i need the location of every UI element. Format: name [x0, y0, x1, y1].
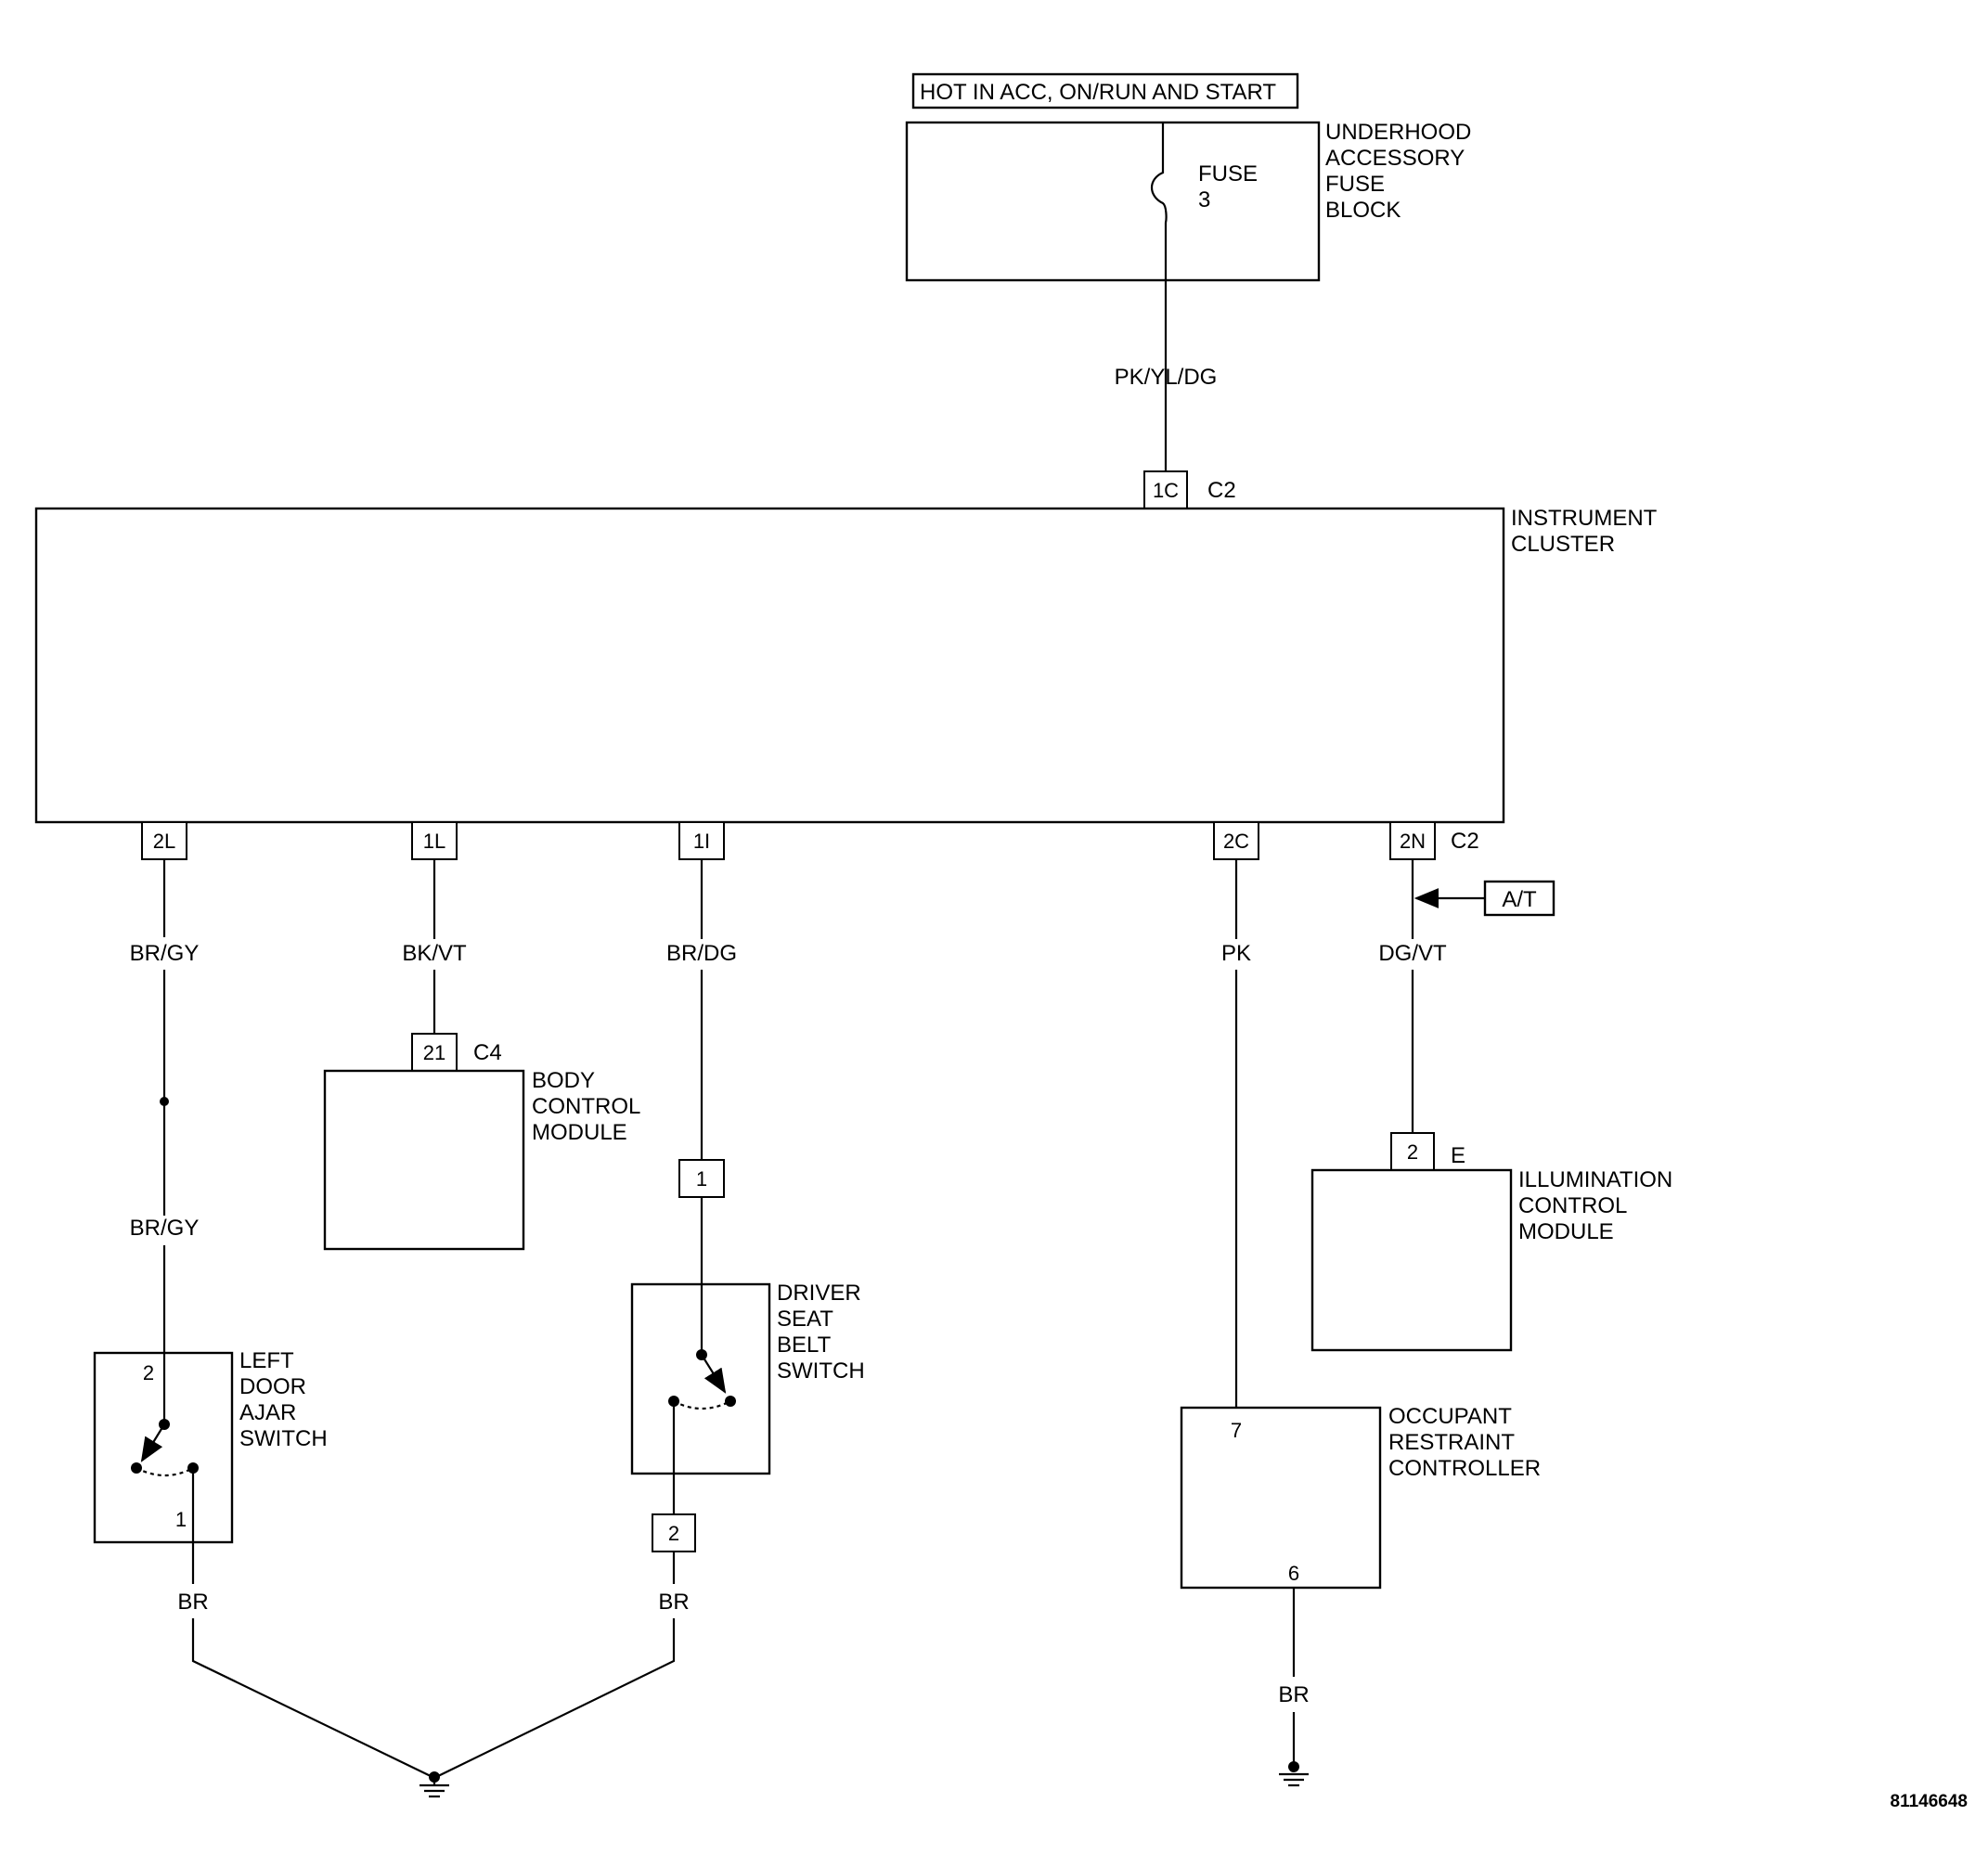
ic-pin-1c: 1C — [1153, 479, 1179, 502]
door-switch-pin-1: 1 — [175, 1508, 187, 1531]
svg-text:DOOR: DOOR — [239, 1374, 306, 1399]
body-control-module — [323, 1069, 525, 1251]
body-control-module-name: BODY CONTROL MODULE — [532, 1068, 640, 1145]
svg-text:UNDERHOOD: UNDERHOOD — [1325, 120, 1471, 145]
orc-ground-wire-color: BR — [1278, 1682, 1309, 1707]
door-wire-color-lower: BR/GY — [130, 1216, 200, 1241]
ic-pin-2n: 2N — [1400, 830, 1426, 853]
supply-label: HOT IN ACC, ON/RUN AND START — [920, 80, 1276, 105]
icm-pin-2: 2 — [1407, 1140, 1418, 1164]
driver-seat-belt-switch — [630, 1282, 771, 1475]
bcm-connector: C4 — [473, 1040, 502, 1065]
switch-arm-icon — [140, 1423, 165, 1462]
svg-text:SEAT: SEAT — [777, 1307, 833, 1332]
illumination-control-module — [1310, 1168, 1513, 1352]
icm-wire-color: DG/VT — [1378, 941, 1447, 966]
splice-dot — [160, 1097, 169, 1106]
svg-text:AJAR: AJAR — [239, 1400, 296, 1425]
svg-text:CONTROL: CONTROL — [1518, 1193, 1627, 1218]
ic-pin-2l-box — [141, 821, 187, 860]
ic-pin-2n-box — [1389, 821, 1436, 860]
switch-mechanical-link-icon — [136, 1467, 194, 1477]
switch-contact-icon — [725, 1396, 736, 1407]
svg-text:SWITCH: SWITCH — [239, 1426, 328, 1451]
seatbelt-inline-pin-1: 1 — [696, 1167, 707, 1191]
switch-arm-icon — [701, 1354, 727, 1394]
switch-mechanical-link-icon — [673, 1400, 731, 1410]
seatbelt-inline-pin-2: 2 — [668, 1522, 679, 1545]
svg-text:CONTROL: CONTROL — [532, 1094, 640, 1119]
fuse-number: 3 — [1198, 187, 1210, 212]
door-ground-wire-color: BR — [177, 1590, 208, 1615]
door-ground-wire-b — [191, 1618, 433, 1778]
svg-text:BLOCK: BLOCK — [1325, 198, 1401, 223]
instrument-cluster-name: INSTRUMENT CLUSTER — [1511, 506, 1658, 557]
seatbelt-ground-wire-color: BR — [658, 1590, 689, 1615]
fuse-block — [905, 121, 1321, 282]
svg-text:DRIVER: DRIVER — [777, 1281, 861, 1306]
svg-text:BODY: BODY — [532, 1068, 595, 1093]
door-wire-color-upper: BR/GY — [130, 941, 200, 966]
ic-pin-2l: 2L — [153, 830, 175, 853]
fuse-3-icon — [1150, 122, 1168, 280]
fuse-label: FUSE — [1198, 161, 1258, 187]
occupant-restraint-controller — [1180, 1406, 1382, 1590]
svg-text:ACCESSORY: ACCESSORY — [1325, 146, 1465, 171]
icm-pin-2-box — [1390, 1132, 1435, 1171]
svg-text:ILLUMINATION: ILLUMINATION — [1518, 1167, 1672, 1192]
ic-pin-1i: 1I — [693, 830, 710, 853]
feed-wire-color: PK/YL/DG — [1115, 365, 1218, 390]
seatbelt-inline-pin-2-box — [652, 1513, 696, 1552]
instrument-cluster — [34, 507, 1505, 824]
ic-pin-2c-box — [1213, 821, 1259, 860]
svg-text:CONTROLLER: CONTROLLER — [1388, 1456, 1541, 1481]
svg-text:RESTRAINT: RESTRAINT — [1388, 1430, 1515, 1455]
orc-pin-7: 7 — [1231, 1419, 1242, 1442]
seatbelt-ground-wire-c — [435, 1618, 676, 1778]
svg-text:LEFT: LEFT — [239, 1348, 294, 1373]
fuse-block-name: UNDERHOOD ACCESSORY FUSE BLOCK — [1325, 120, 1471, 223]
door-switch-pin-2: 2 — [143, 1361, 154, 1384]
bcm-wire-color: BK/VT — [402, 941, 467, 966]
supply-label-box — [911, 72, 1299, 109]
ic-pin-1c-box — [1143, 470, 1188, 509]
seatbelt-inline-pin-1-box — [678, 1159, 725, 1198]
ic-pin-1i-box — [678, 821, 725, 860]
ground-icon — [1279, 1761, 1309, 1787]
driver-seat-belt-switch-name: DRIVER SEAT BELT SWITCH — [777, 1281, 865, 1384]
ic-bottom-connector: C2 — [1451, 829, 1479, 854]
icm-connector: E — [1451, 1143, 1465, 1168]
orc-pin-6: 6 — [1288, 1562, 1299, 1585]
svg-text:CLUSTER: CLUSTER — [1511, 532, 1615, 557]
bcm-pin-21: 21 — [423, 1041, 445, 1064]
ic-pin-1l-box — [411, 821, 458, 860]
illumination-control-module-name: ILLUMINATION CONTROL MODULE — [1518, 1167, 1672, 1244]
svg-text:MODULE: MODULE — [532, 1120, 627, 1145]
option-tag-label: A/T — [1502, 887, 1537, 912]
ic-pin-2c: 2C — [1223, 830, 1249, 853]
svg-text:SWITCH: SWITCH — [777, 1358, 865, 1384]
ic-pin-1l: 1L — [423, 830, 445, 853]
orc-wire-color: PK — [1221, 941, 1251, 966]
svg-text:BELT: BELT — [777, 1333, 832, 1358]
left-door-ajar-switch-name: LEFT DOOR AJAR SWITCH — [239, 1348, 328, 1451]
left-door-ajar-switch — [93, 1351, 234, 1544]
svg-text:FUSE: FUSE — [1325, 172, 1385, 197]
seatbelt-wire-color: BR/DG — [666, 941, 737, 966]
svg-text:MODULE: MODULE — [1518, 1219, 1614, 1244]
svg-text:OCCUPANT: OCCUPANT — [1388, 1404, 1512, 1429]
occupant-restraint-controller-name: OCCUPANT RESTRAINT CONTROLLER — [1388, 1404, 1541, 1481]
figure-number: 81146648 — [1891, 1792, 1969, 1811]
ic-top-connector: C2 — [1207, 478, 1236, 503]
svg-text:INSTRUMENT: INSTRUMENT — [1511, 506, 1658, 531]
ground-icon — [420, 1771, 449, 1798]
